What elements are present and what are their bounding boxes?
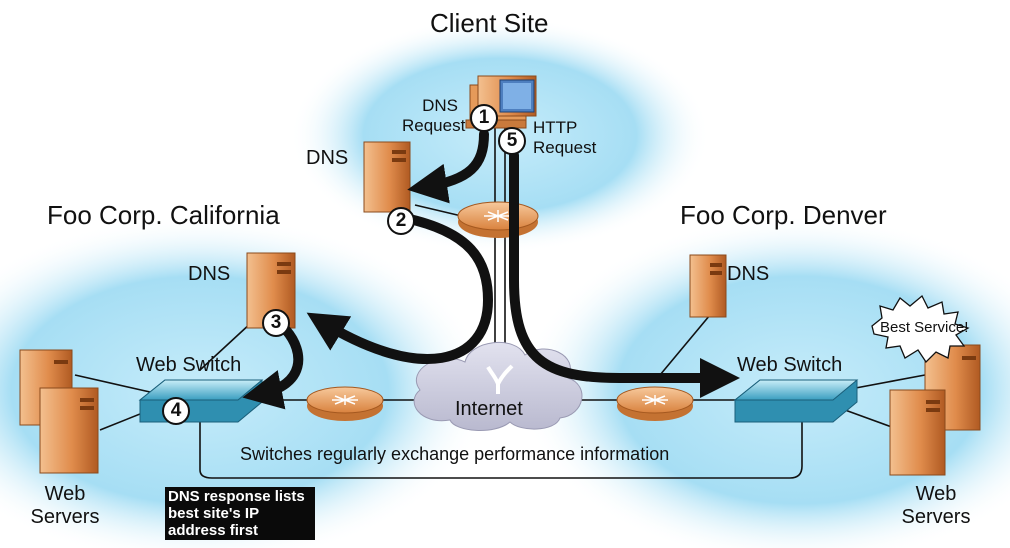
- router-client-icon: [457, 201, 539, 238]
- web-switch-california-icon: [138, 379, 264, 423]
- web-servers-california-icon: [19, 349, 99, 474]
- dns-response-callout: DNS response lists best site's IP addres…: [165, 487, 315, 540]
- california-site-title: Foo Corp. California: [47, 200, 280, 230]
- web-switch-california-label: Web Switch: [136, 354, 242, 376]
- web-servers-denver-icon: [889, 344, 981, 476]
- arrow-dns-request: [407, 129, 489, 204]
- web-switch-denver-icon: [733, 379, 859, 423]
- router-denver-icon: [616, 386, 694, 421]
- step-3-badge: 3: [262, 309, 290, 337]
- step-1-badge: 1: [470, 104, 498, 132]
- step-4-badge: 4: [162, 397, 190, 425]
- exchange-label: Switches regularly exchange performance …: [240, 444, 670, 464]
- step-5-badge: 5: [498, 127, 526, 155]
- best-service-label: Best Service!: [880, 319, 969, 336]
- dns-denver-label: DNS: [727, 263, 770, 285]
- dns-request-label: DNS Request: [402, 96, 466, 135]
- denver-site-title: Foo Corp. Denver: [680, 200, 887, 230]
- step-2-badge: 2: [387, 207, 415, 235]
- internet-label: Internet: [455, 398, 523, 420]
- arrow-dns-to-switch: [242, 325, 304, 410]
- dns-california-label: DNS: [188, 263, 231, 285]
- web-servers-california-label: Web Servers: [30, 483, 100, 528]
- arrow-dns-forward: [306, 213, 494, 364]
- flow-arrows: [242, 129, 740, 410]
- client-site-title: Client Site: [430, 8, 549, 38]
- web-servers-denver-label: Web Servers: [901, 483, 971, 528]
- http-request-label: HTTP Request: [533, 118, 597, 157]
- dns-client-label: DNS: [306, 147, 349, 169]
- dns-server-client-icon: [363, 141, 411, 213]
- best-service-burst-icon: [871, 294, 970, 364]
- web-switch-denver-label: Web Switch: [737, 354, 843, 376]
- dns-server-denver-icon: [689, 254, 727, 318]
- arrow-http-request: [509, 150, 740, 398]
- router-california-icon: [306, 386, 384, 421]
